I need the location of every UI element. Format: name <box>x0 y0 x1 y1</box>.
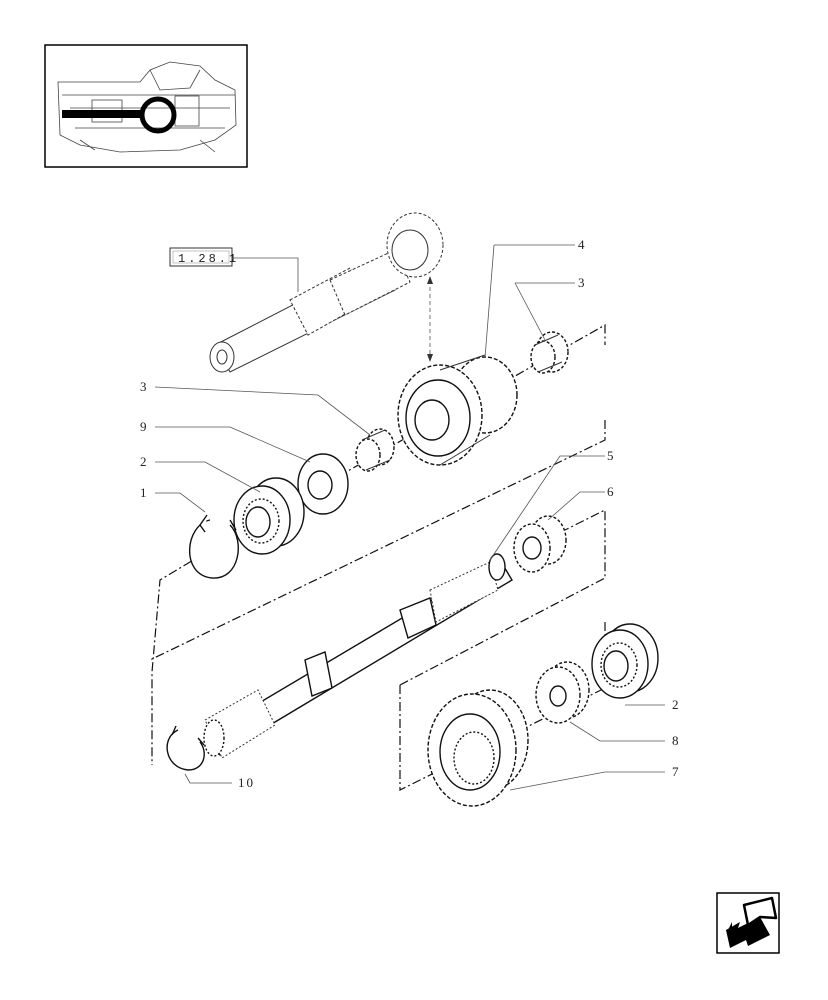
callout-6: 6 <box>607 484 616 499</box>
circlip-1[interactable] <box>189 514 239 579</box>
leader-lines <box>154 244 665 791</box>
reference-box[interactable]: 1.28.1 <box>169 247 239 267</box>
gear-7[interactable] <box>427 689 529 807</box>
callout-9: 9 <box>140 419 149 434</box>
callout-10: 10 <box>238 775 255 790</box>
needle-bearing-3-lower[interactable] <box>355 428 395 472</box>
callout-5: 5 <box>607 448 616 463</box>
needle-bearing-3-upper[interactable] <box>530 331 569 374</box>
back-nav-button[interactable] <box>716 892 780 954</box>
locator-thumbnail[interactable] <box>44 44 248 168</box>
ball-bearing-2-upper[interactable] <box>233 477 305 555</box>
callout-4: 4 <box>578 237 587 252</box>
tractor-transmission-locator-thumbnail <box>57 61 237 153</box>
main-shaft-5[interactable] <box>203 553 513 759</box>
callout-2-upper: 2 <box>140 454 149 469</box>
back-arrow-icon <box>726 896 778 948</box>
ball-bearing-2-lower[interactable] <box>591 623 659 699</box>
callout-3-upper: 3 <box>578 275 587 290</box>
locator-shaft-highlight <box>62 110 142 118</box>
callout-1: 1 <box>140 485 149 500</box>
thrust-washer-9[interactable] <box>297 453 349 515</box>
circlip-10[interactable] <box>166 725 205 771</box>
callout-2-lower: 2 <box>672 697 681 712</box>
gear-8[interactable] <box>535 661 590 724</box>
callout-7: 7 <box>672 764 681 779</box>
locator-circle-icon <box>139 96 177 134</box>
callout-3-lower: 3 <box>140 379 149 394</box>
gear-6[interactable] <box>513 515 567 573</box>
reference-shaft <box>209 212 444 373</box>
callout-8: 8 <box>672 733 681 748</box>
reference-box-label: 1.28.1 <box>178 252 239 266</box>
gear-4[interactable] <box>397 354 518 466</box>
